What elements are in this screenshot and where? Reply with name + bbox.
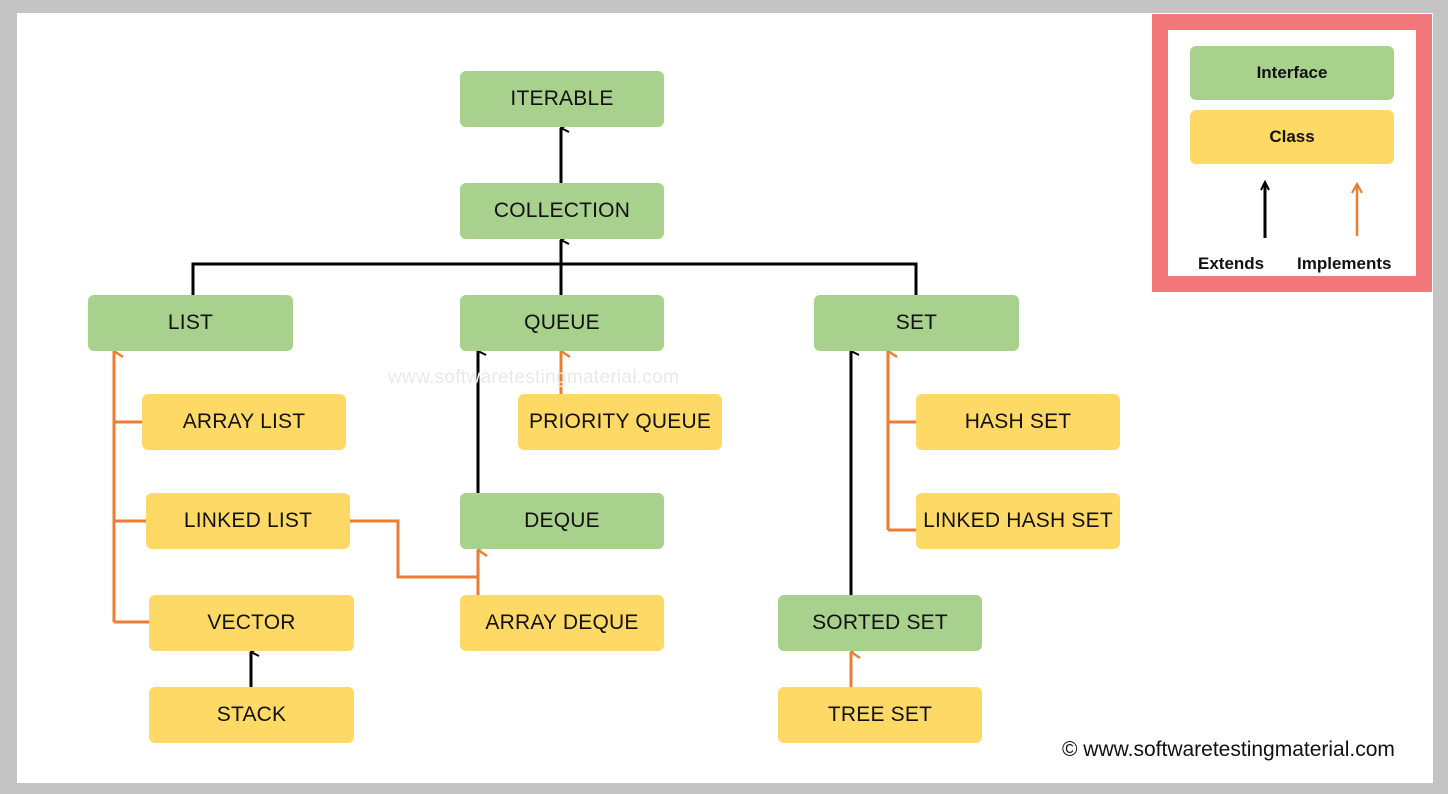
node-hash-set: HASH SET xyxy=(916,394,1120,450)
node-queue: QUEUE xyxy=(460,295,664,351)
node-linked-list: LINKED LIST xyxy=(146,493,350,549)
node-sorted-set: SORTED SET xyxy=(778,595,982,651)
copyright-text: © www.softwaretestingmaterial.com xyxy=(1062,738,1395,761)
node-list: LIST xyxy=(88,295,293,351)
legend-extends-arrow-icon xyxy=(1260,180,1270,238)
node-array-list: ARRAY LIST xyxy=(142,394,346,450)
node-iterable: ITERABLE xyxy=(460,71,664,127)
node-stack: STACK xyxy=(149,687,354,743)
legend-class: Class xyxy=(1190,110,1394,164)
node-vector: VECTOR xyxy=(149,595,354,651)
node-deque: DEQUE xyxy=(460,493,664,549)
node-linked-hash-set: LINKED HASH SET xyxy=(916,493,1120,549)
node-tree-set: TREE SET xyxy=(778,687,982,743)
legend: Interface Class Extends Implements xyxy=(1152,14,1432,292)
legend-implements-label: Implements xyxy=(1297,254,1392,273)
node-array-deque: ARRAY DEQUE xyxy=(460,595,664,651)
legend-extends-label: Extends xyxy=(1198,254,1265,273)
watermark: www.softwaretestingmaterial.com xyxy=(388,367,680,388)
legend-implements-arrow-icon xyxy=(1351,182,1363,236)
node-set: SET xyxy=(814,295,1019,351)
node-priority-queue: PRIORITY QUEUE xyxy=(518,394,722,450)
legend-interface: Interface xyxy=(1190,46,1394,100)
node-collection: COLLECTION xyxy=(460,183,664,239)
